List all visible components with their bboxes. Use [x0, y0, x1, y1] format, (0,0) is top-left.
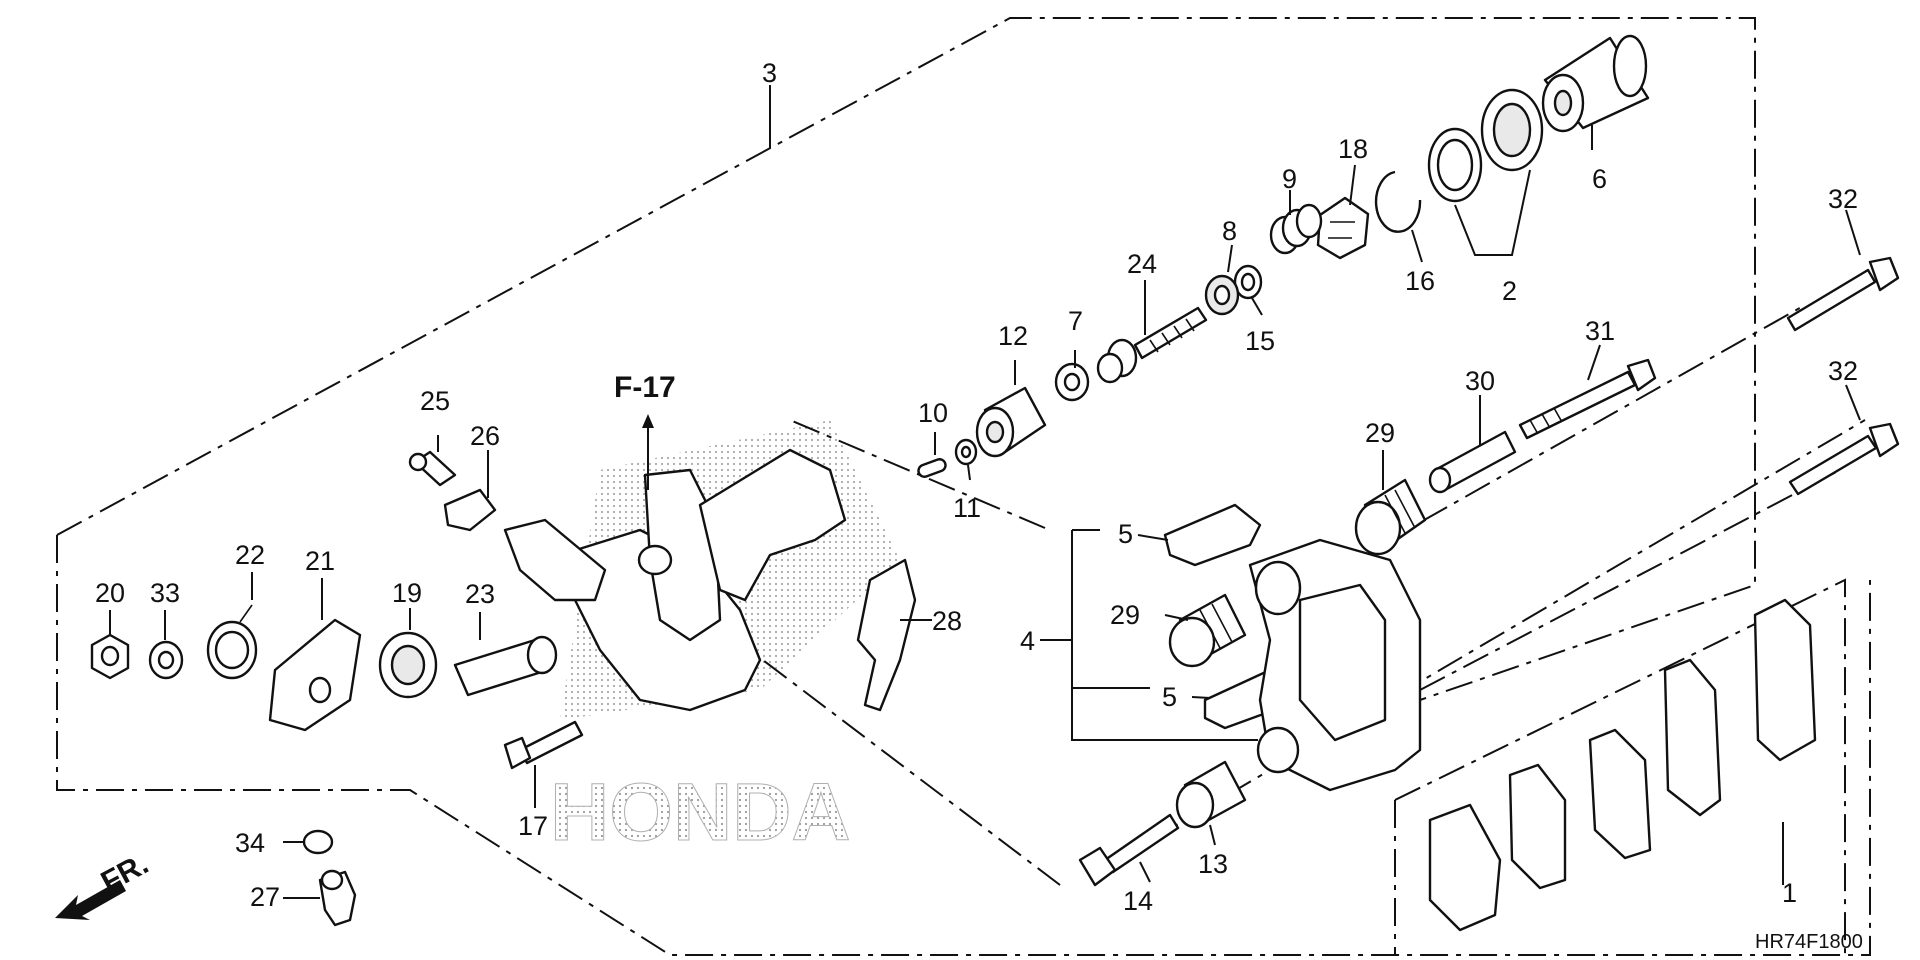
part-20-nut: [90, 633, 130, 680]
callout-3: 3: [762, 58, 777, 88]
callout-22: 22: [235, 540, 265, 570]
callout-33: 33: [150, 578, 180, 608]
callout-13: 13: [1198, 849, 1228, 879]
part-19-seal: [378, 631, 438, 699]
part-25-bleeder: [408, 450, 457, 487]
callout-29-upper: 29: [1365, 418, 1395, 448]
part-15-washer: [1233, 264, 1263, 300]
part-9-spring: [1269, 203, 1323, 255]
assembly-boundary-3: [56, 17, 1871, 956]
callout-17: 17: [518, 811, 548, 841]
reference-arrow-icon: [642, 414, 654, 490]
part-21-lever: [268, 618, 362, 732]
callout-26: 26: [470, 421, 500, 451]
callout-10: 10: [918, 398, 948, 428]
callout-28: 28: [932, 606, 962, 636]
callout-25: 25: [420, 386, 450, 416]
callout-8: 8: [1222, 216, 1237, 246]
part-13-boot: [1175, 760, 1247, 829]
callout-15: 15: [1245, 326, 1275, 356]
part-34-cap: [302, 829, 334, 855]
part-10-pin: [917, 458, 947, 478]
part-18-retainer: [1316, 196, 1370, 260]
part-6-piston: [1541, 34, 1650, 133]
part-32-bolt-lower: [1788, 422, 1900, 496]
part-27-bleeder-screw: [318, 869, 357, 927]
part-31-pin-bolt: [1518, 358, 1657, 440]
callout-32-upper: 32: [1828, 184, 1858, 214]
callout-30: 30: [1465, 366, 1495, 396]
part-4-caliper-bracket: [1248, 538, 1422, 792]
drawing-code: HR74F1800: [1755, 931, 1863, 953]
callout-29-lower: 29: [1110, 600, 1140, 630]
watermark-text: HONDA: [550, 767, 851, 858]
callout-2: 2: [1502, 276, 1517, 306]
part-11-ring: [954, 438, 978, 466]
callout-20: 20: [95, 578, 125, 608]
part-2-seal-kit: [1427, 88, 1544, 203]
part-24-adjuster-bolt: [1096, 306, 1208, 384]
callout-34: 34: [235, 828, 265, 858]
callout-16: 16: [1405, 266, 1435, 296]
callout-5-upper: 5: [1118, 519, 1133, 549]
forward-arrow-icon: [55, 880, 126, 920]
reference-label: F-17: [614, 371, 676, 404]
part-12-cam: [975, 386, 1047, 458]
part-29-boot-upper: [1354, 478, 1427, 556]
callout-19: 19: [392, 578, 422, 608]
callout-14: 14: [1123, 886, 1153, 916]
part-14-pin-bolt: [1078, 813, 1180, 887]
callout-9: 9: [1282, 164, 1297, 194]
callout-21: 21: [305, 546, 335, 576]
part-3-caliper-body: [503, 448, 847, 712]
callout-numbers: 1 2 3 4 5 5 6 7 8 9 10 11 12 13 14 15 16…: [95, 58, 1858, 916]
callout-31: 31: [1585, 316, 1615, 346]
part-8-bearing: [1204, 274, 1240, 316]
callout-7: 7: [1068, 306, 1083, 336]
leader-lines: [109, 85, 1861, 899]
part-32-bolt-upper: [1786, 256, 1900, 332]
part-23-shaft: [453, 635, 558, 697]
part-26-clip: [443, 488, 497, 532]
callout-18: 18: [1338, 134, 1368, 164]
part-5-pad-spring-upper: [1163, 503, 1262, 567]
callout-1: 1: [1782, 878, 1797, 908]
callout-4: 4: [1020, 626, 1035, 656]
bracket-4: [1040, 529, 1258, 741]
part-29-boot-lower: [1168, 593, 1247, 668]
callout-27: 27: [250, 882, 280, 912]
part-30-slide-pin: [1428, 430, 1517, 494]
callout-12: 12: [998, 321, 1028, 351]
callout-23: 23: [465, 579, 495, 609]
part-17-bolt: [503, 720, 584, 770]
callout-6: 6: [1592, 164, 1607, 194]
callout-24: 24: [1127, 249, 1157, 279]
callout-5-lower: 5: [1162, 682, 1177, 712]
part-7-nut: [1054, 362, 1090, 402]
part-28-pad-retainer: [856, 558, 917, 712]
part-1-brake-pads: [1428, 598, 1817, 932]
assembly-boundary-1: [1394, 578, 1846, 955]
part-16-circlip: [1374, 170, 1422, 233]
part-33-washer: [148, 640, 184, 680]
part-22-spring: [206, 604, 258, 680]
callout-11: 11: [953, 493, 981, 523]
callout-32-lower: 32: [1828, 356, 1858, 386]
